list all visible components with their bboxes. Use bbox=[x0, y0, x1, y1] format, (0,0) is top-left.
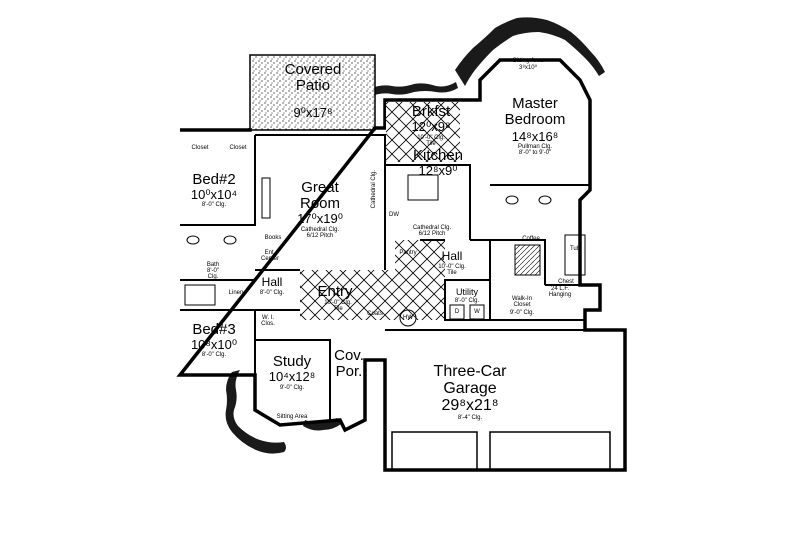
master-note: Pullman Clg. 8'-0" to 9'-0" bbox=[517, 144, 553, 157]
hall-right-name: Hall bbox=[441, 249, 463, 263]
bed2-note: 8'-0" Clg. bbox=[201, 202, 227, 208]
closet-a-label: Closet bbox=[191, 145, 209, 151]
kitchen-note: Cathedral Clg. 6/12 Pitch bbox=[412, 225, 452, 238]
d-label: D bbox=[454, 309, 460, 315]
chest-label: Chest bbox=[558, 279, 574, 285]
study-note: 9'-0" Clg. bbox=[279, 385, 305, 391]
hall-right-note: 10'-0" Clg. Tile bbox=[438, 264, 466, 277]
exterior-walls bbox=[176, 58, 627, 472]
cov-por-name: Cov. Por. bbox=[334, 347, 364, 380]
utility-note: 8'-0" Clg. bbox=[454, 298, 480, 304]
study-dims: 10⁴x12⁸ bbox=[268, 369, 316, 384]
bed2-dims: 10⁰x10⁴ bbox=[190, 187, 238, 202]
bath-label: Bath bbox=[206, 262, 220, 268]
garage-dims: 29⁸x21⁸ bbox=[441, 397, 499, 414]
master-name: Master Bedroom bbox=[504, 95, 566, 128]
kitchen-name: Kitchen bbox=[412, 147, 464, 164]
garage-note: 8'-4" Clg. bbox=[457, 415, 483, 421]
hw-label: HW bbox=[403, 315, 413, 321]
fixtures bbox=[184, 174, 586, 327]
great-note: Cathedral Clg. 6/12 Pitch bbox=[300, 227, 340, 240]
brkfst-tile bbox=[386, 102, 460, 162]
study-name: Study bbox=[272, 353, 312, 370]
bed3-name: Bed#3 bbox=[192, 321, 236, 338]
closet-note: 9'-0" Clg. bbox=[509, 310, 535, 316]
great-dims: 17⁰x19⁰ bbox=[297, 211, 343, 226]
master-dims: 14⁸x16⁸ bbox=[511, 129, 559, 144]
coffee-label: Coffee bbox=[522, 236, 540, 242]
patio-name: Covered Patio bbox=[284, 61, 342, 94]
entry-tile-2 bbox=[395, 240, 445, 320]
brkfst-note: 10'-0" Clg. Tile bbox=[417, 135, 445, 148]
sitting-top-dims: 3⁸x10⁰ bbox=[519, 65, 537, 71]
pantry-label: Pantry bbox=[399, 250, 417, 256]
dw-label: DW bbox=[389, 212, 399, 218]
closet-b-label: Closet bbox=[229, 145, 247, 151]
tub-label: Tub bbox=[569, 246, 581, 252]
brkfst-dims: 12⁰x9⁸ bbox=[411, 119, 451, 134]
great-name: Great Room bbox=[299, 179, 341, 212]
bed2-name: Bed#2 bbox=[192, 171, 236, 188]
bed3-dims: 10⁸x10⁰ bbox=[190, 337, 238, 352]
interior-walls bbox=[180, 134, 590, 420]
bath-note-label: 8'-0" Clg. bbox=[207, 268, 219, 281]
wi-clos-label: W. I. Clos. bbox=[261, 315, 275, 328]
patio-area bbox=[249, 54, 376, 131]
coats-label: Coats bbox=[367, 311, 383, 317]
hanging-label: 24 L.F. Hanging bbox=[548, 286, 572, 299]
kitchen-dims: 12⁸x9⁰ bbox=[418, 163, 458, 178]
brkfst-name: Brkfst bbox=[411, 103, 451, 120]
bed3-note: 8'-0" Clg. bbox=[201, 352, 227, 358]
garage-doors bbox=[391, 431, 611, 471]
entry-note: 10'-0" Clg. Tile bbox=[324, 300, 352, 313]
hall-left-note: 8'-0" Clg. bbox=[259, 290, 285, 296]
linen-label: Linen bbox=[228, 290, 244, 296]
cathedral-clg-label: Cathedral Clg. bbox=[370, 169, 377, 209]
closet-name: Walk-In Closet bbox=[511, 296, 533, 309]
ent-center-label: Ent. Center bbox=[260, 250, 280, 263]
books-label: Books bbox=[264, 235, 282, 241]
utility-name: Utility bbox=[456, 287, 478, 297]
patio-dims: 9⁰x17⁸ bbox=[293, 105, 333, 120]
sitting-top-name: Sitting Area bbox=[512, 58, 544, 64]
entry-name: Entry bbox=[317, 283, 353, 300]
hall-left-name: Hall bbox=[261, 275, 283, 289]
w-label: W bbox=[474, 309, 480, 315]
sitting-bottom-name: Sitting Area bbox=[276, 414, 308, 420]
garage-name: Three-Car Garage bbox=[433, 363, 507, 397]
